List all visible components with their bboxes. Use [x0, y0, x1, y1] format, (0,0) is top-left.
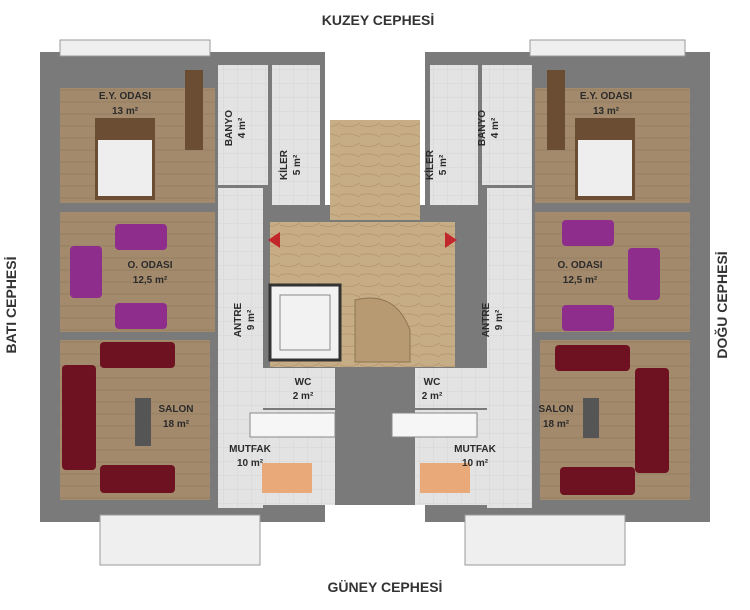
balcony-se — [464, 514, 626, 566]
right-living-area: 18 m² — [543, 419, 570, 430]
right-master-name: E.Y. ODASI — [580, 91, 632, 102]
right-door-arrow-icon — [445, 232, 457, 248]
floor-left-bath — [218, 65, 268, 185]
facade-east: DOĞU CEPHESİ — [713, 251, 730, 358]
building — [40, 39, 710, 566]
right-wc-area: 2 m² — [422, 391, 443, 402]
right-room-chair-top — [562, 220, 614, 246]
facade-north: KUZEY CEPHESİ — [322, 12, 435, 28]
left-bath-name: BANYO — [224, 110, 235, 146]
right-sofa-top — [555, 345, 630, 371]
balcony-ne — [529, 39, 686, 57]
left-hall-name: ANTRE — [233, 302, 244, 337]
left-counter — [249, 412, 336, 438]
right-coffee-table — [583, 398, 599, 438]
right-bath-area: 4 m² — [490, 117, 501, 138]
right-master-area: 13 m² — [593, 106, 620, 117]
right-sofa-bottom — [560, 467, 635, 495]
left-storage-area: 5 m² — [292, 154, 303, 175]
balcony-nw — [59, 39, 211, 57]
left-master-name: E.Y. ODASI — [99, 91, 151, 102]
right-hall-name: ANTRE — [481, 302, 492, 337]
right-room-chair-side — [628, 248, 660, 300]
balcony-sw — [99, 514, 261, 566]
right-living-name: SALON — [539, 404, 574, 415]
left-room-area: 12,5 m² — [133, 275, 168, 286]
left-kitchen-area: 10 m² — [237, 458, 264, 469]
left-sofa-top — [100, 342, 175, 368]
right-wc-name: WC — [424, 377, 441, 388]
left-wardrobe — [185, 70, 203, 150]
floor-left-wc — [255, 368, 335, 408]
floor-left-storage — [272, 65, 320, 205]
left-sofa-side — [62, 365, 96, 470]
left-room-chair-bottom — [115, 303, 167, 329]
floor-right-wc — [415, 368, 495, 408]
right-wardrobe — [547, 70, 565, 150]
left-kitchen-name: MUTFAK — [229, 444, 271, 455]
entrance-floor — [330, 120, 420, 220]
right-sofa-side — [635, 368, 669, 473]
right-storage-area: 5 m² — [438, 154, 449, 175]
left-bath-area: 4 m² — [237, 117, 248, 138]
left-wc-area: 2 m² — [293, 391, 314, 402]
elevator — [268, 283, 342, 362]
left-sofa-bottom — [100, 465, 175, 493]
right-kitchen-area: 10 m² — [462, 458, 489, 469]
left-dining-table — [262, 463, 312, 493]
right-room-area: 12,5 m² — [563, 275, 598, 286]
left-hall-area: 9 m² — [246, 309, 257, 330]
facade-south: GÜNEY CEPHESİ — [328, 579, 443, 595]
left-living-area: 18 m² — [163, 419, 190, 430]
left-coffee-table — [135, 398, 151, 446]
right-room-chair-bottom — [562, 305, 614, 331]
facade-west: BATI CEPHESİ — [3, 257, 19, 354]
left-door-arrow-icon — [268, 232, 280, 248]
right-kitchen-name: MUTFAK — [454, 444, 496, 455]
floor-right-storage — [430, 65, 478, 205]
right-bath-name: BANYO — [477, 110, 488, 146]
floor-right-bath — [482, 65, 532, 185]
left-living-name: SALON — [159, 404, 194, 415]
right-dining-table — [420, 463, 470, 493]
staircase — [354, 297, 411, 363]
left-wc-name: WC — [295, 377, 312, 388]
right-hall-area: 9 m² — [494, 309, 505, 330]
left-master-area: 13 m² — [112, 106, 139, 117]
left-room-name: O. ODASI — [127, 260, 172, 271]
right-counter — [391, 412, 478, 438]
right-storage-name: KİLER — [423, 149, 436, 180]
left-room-chair-top — [115, 224, 167, 250]
left-storage-name: KİLER — [277, 149, 290, 180]
left-room-chair-side — [70, 246, 102, 298]
right-room-name: O. ODASI — [557, 260, 602, 271]
